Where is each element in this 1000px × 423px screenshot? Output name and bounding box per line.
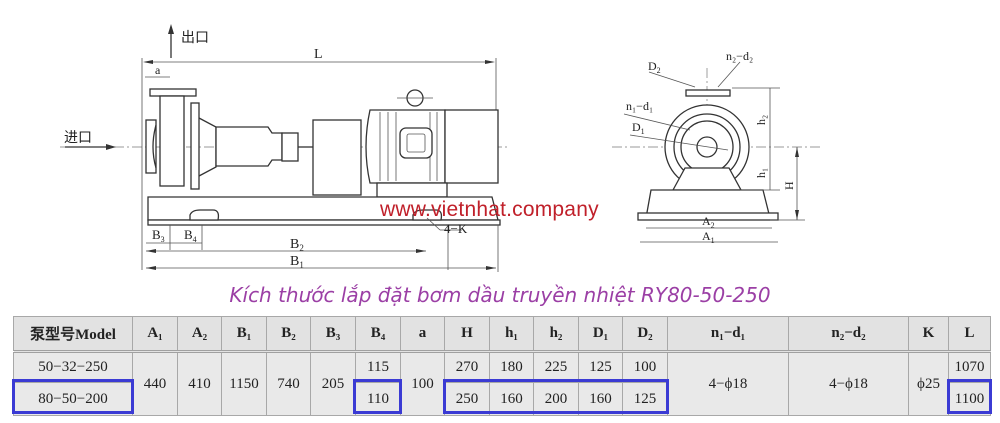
cell-model: 50−32−250 [13,351,133,383]
label-A2: A2 [702,214,715,230]
cell-h1: 180 [489,351,534,383]
cell-D2: 125 [622,382,668,416]
dim-B1-label: B1 [290,254,304,270]
header-model: 泵型号Model [13,316,133,353]
cell-D1: 160 [578,382,623,416]
label-h1: h₁ [754,168,768,178]
header-B2: B₂ [266,316,311,353]
dim-4K-label: 4−K [444,221,468,236]
cell-B1: 1150 [221,351,267,416]
cell-h2: 200 [533,382,579,416]
cell-A1: 440 [132,351,178,416]
outlet-label: 出口 [181,30,209,46]
header-A1: A₁ [132,316,178,353]
cell-H: 270 [444,351,490,383]
dim-a-label: a [155,63,161,77]
cell-h1: 160 [489,382,534,416]
cell-model: 80−50−200 [13,382,133,416]
pump-dimension-drawing: 出口 进口 L a 4−K B3 B4 [60,24,822,272]
header-h1: h₁ [489,316,534,353]
header-a: a [400,316,445,353]
dim-L-label: L [314,47,323,62]
header-B3: B₃ [310,316,356,353]
label-n2d2: n₂−d₂ [726,49,753,63]
cell-B2: 740 [266,351,311,416]
inlet-label: 进口 [64,130,92,146]
cell-D2: 100 [622,351,668,383]
dim-B3-label: B3 [152,227,165,244]
outlet-arrow-icon [168,24,174,58]
dim-B2-label: B2 [290,237,304,253]
dim-B4-label: B4 [184,227,197,244]
cell-B4: 115 [355,351,401,383]
header-H: H [444,316,490,353]
cell-D1: 125 [578,351,623,383]
label-D1: D1 [632,120,645,136]
cell-n1d1: 4−ϕ18 [667,351,789,416]
dimension-table: 泵型号Model A₁ A₂ B₁ B₂ B₃ B₄ a H h₁ h₂ D₁ … [13,316,991,416]
cell-h2: 225 [533,351,579,383]
table-row: 50−32−250 440 410 1150 740 205 115 100 2… [13,351,991,416]
label-h2: h₂ [754,115,768,125]
cell-K: ϕ25 [908,351,949,416]
label-A1: A1 [702,229,715,245]
page-title: Kích thước lắp đặt bơm dầu truyền nhiệt … [229,283,771,307]
header-B4: B₄ [355,316,401,353]
header-h2: h₂ [533,316,579,353]
cell-n2d2: 4−ϕ18 [788,351,909,416]
header-D2: D₂ [622,316,668,353]
label-n1d1: n₁−d₁ [626,99,653,113]
cell-H: 250 [444,382,490,416]
header-D1: D₁ [578,316,623,353]
cell-L: 1070 [948,351,991,383]
header-A2: A₂ [177,316,222,353]
header-L: L [948,316,991,353]
header-n2d2: n₂−d₂ [788,316,909,353]
cell-a: 100 [400,351,445,416]
label-D2: D2 [648,59,661,75]
cell-B3: 205 [310,351,356,416]
cell-L: 1100 [948,382,991,416]
table-header-row: 泵型号Model A₁ A₂ B₁ B₂ B₃ B₄ a H h₁ h₂ D₁ … [13,316,991,353]
watermark-url: www.vietnhat.company [380,198,599,221]
table-row: 80−50−200 110 250 160 200 160 125 1100 [13,382,991,416]
header-B1: B₁ [221,316,267,353]
inlet-arrow-icon [65,144,116,150]
header-K: K [908,316,949,353]
cell-A2: 410 [177,351,222,416]
label-H: H [782,181,796,190]
cell-B4: 110 [355,382,401,416]
header-n1d1: n₁−d₁ [667,316,789,353]
